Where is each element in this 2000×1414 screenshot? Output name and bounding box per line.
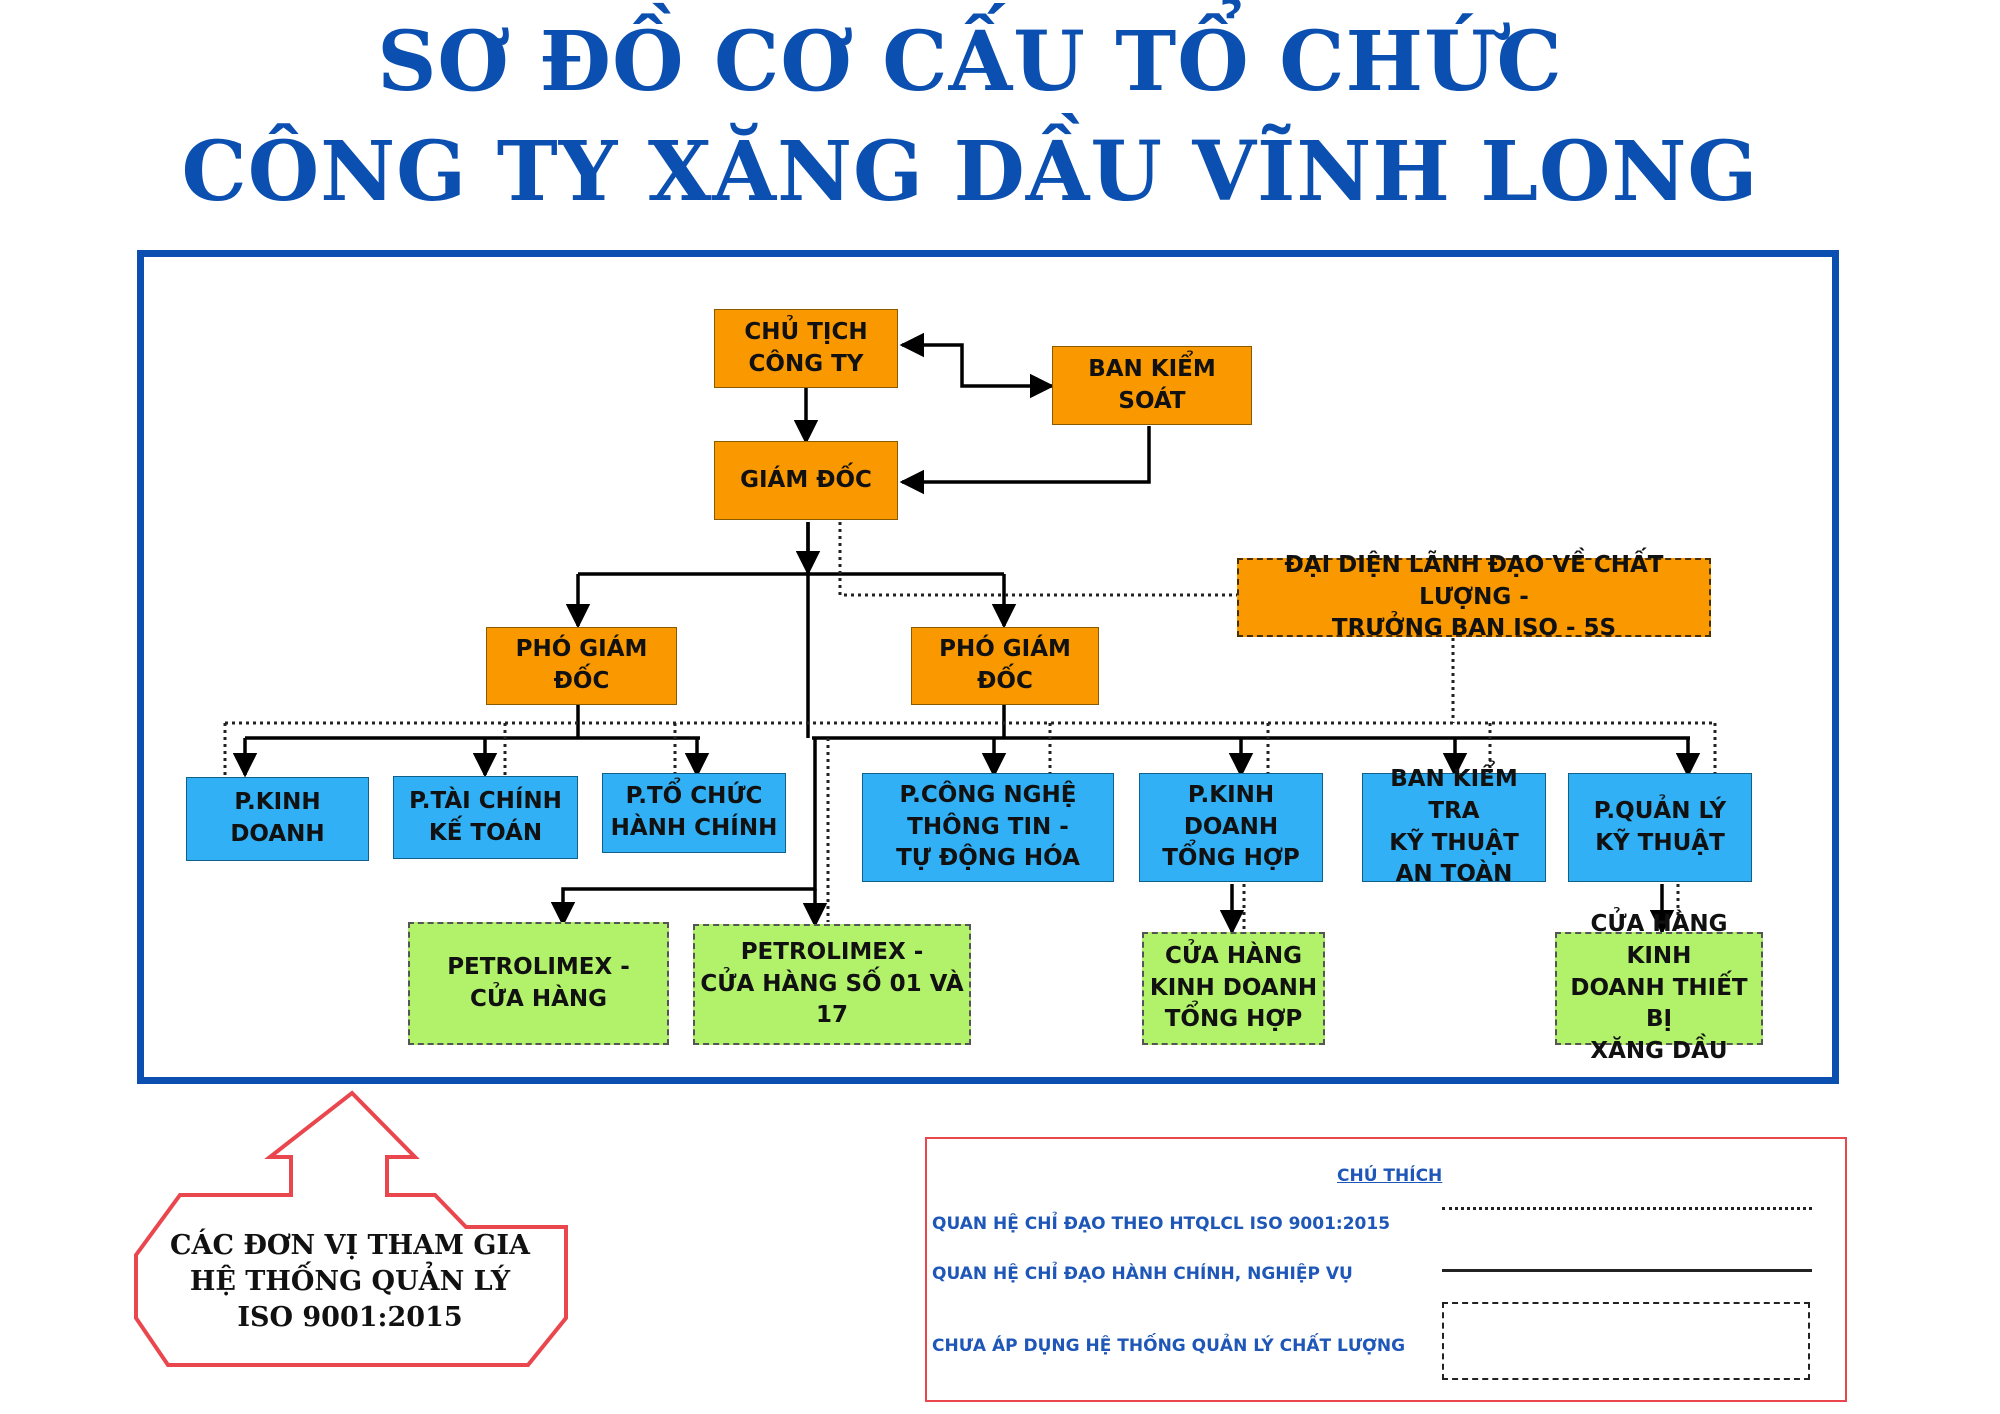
department-box: BAN KIỂM TRA KỸ THUẬT AN TOÀN — [1362, 766, 1546, 887]
legend-admin-relation-label: QUAN HỆ CHỈ ĐẠO HÀNH CHÍNH, NGHIỆP VỤ — [932, 1264, 1353, 1284]
director-stores-connector — [550, 738, 817, 927]
deputy-director-box: PHÓ GIÁM ĐỐC — [911, 627, 1099, 705]
legend-not-applied-label: CHƯA ÁP DỤNG HỆ THỐNG QUẢN LÝ CHẤT LƯỢNG — [932, 1336, 1406, 1356]
legend-box: CHÚ THÍCH QUAN HỆ CHỈ ĐẠO THEO HTQLCL IS… — [925, 1137, 1847, 1402]
deputy-2-bus — [812, 705, 1690, 740]
quality-representative-box: ĐẠI DIỆN LÃNH ĐẠO VỀ CHẤT LƯỢNG - TRƯỞNG… — [1237, 552, 1711, 641]
legend-dotted-line-sample — [1442, 1207, 1812, 1210]
department-box: P.TÀI CHÍNH KẾ TOÁN — [393, 776, 578, 859]
legend-dashed-box-sample — [1442, 1302, 1810, 1380]
chart-title-line-1: SƠ ĐỒ CƠ CẤU TỔ CHỨC — [377, 14, 1563, 110]
store-unit-box: CỬA HÀNG KINH DOANH THIẾT BỊ XĂNG DẦU — [1555, 911, 1763, 1064]
store-unit-box: CỬA HÀNG KINH DOANH TỔNG HỢP — [1142, 932, 1325, 1045]
iso-callout-text: CÁC ĐƠN VỊ THAM GIA HỆ THỐNG QUẢN LÝ ISO… — [170, 1230, 530, 1334]
legend-iso-relation-label: QUAN HỆ CHỈ ĐẠO THEO HTQLCL ISO 9001:201… — [932, 1214, 1391, 1234]
department-box: P.KINH DOANH — [186, 777, 369, 861]
chairman-box: CHỦ TỊCH CÔNG TY — [714, 309, 898, 388]
legend-solid-line-sample — [1442, 1269, 1812, 1272]
department-box: P.CÔNG NGHỆ THÔNG TIN - TỰ ĐỘNG HÓA — [862, 773, 1114, 882]
department-box: P.KINH DOANH TỔNG HỢP — [1139, 773, 1323, 882]
org-chart-frame — [137, 250, 1839, 1084]
iso-callout-shape — [134, 1090, 568, 1367]
legend-title: CHÚ THÍCH — [1337, 1166, 1443, 1186]
department-box: P.QUẢN LÝ KỸ THUẬT — [1568, 773, 1752, 882]
supervisory-director-connector — [899, 426, 1151, 495]
director-quality-rep-dotted — [838, 522, 1237, 597]
chart-title-line-2: CÔNG TY XĂNG DẦU VĨNH LONG — [181, 124, 1759, 220]
director-box: GIÁM ĐỐC — [714, 441, 898, 520]
deputy-director-box: PHÓ GIÁM ĐỐC — [486, 627, 677, 705]
store-unit-box: PETROLIMEX - CỬA HÀNG — [408, 922, 669, 1045]
department-box: P.TỔ CHỨC HÀNH CHÍNH — [602, 773, 786, 853]
supervisory-board-box: BAN KIỂM SOÁT — [1052, 346, 1252, 425]
chairman-supervisory-connector — [899, 332, 1055, 399]
store-unit-box: PETROLIMEX - CỬA HÀNG SỐ 01 VÀ 17 — [693, 924, 971, 1045]
